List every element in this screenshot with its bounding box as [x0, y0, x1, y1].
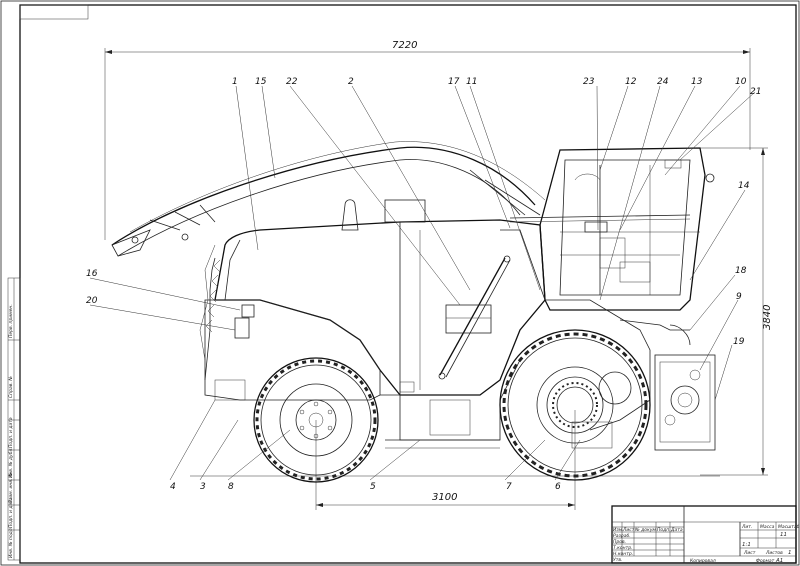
- dim-text-length: 7220: [392, 40, 417, 51]
- part-label-9: 9: [736, 292, 742, 302]
- rear-housing: [500, 229, 716, 451]
- part-label-24: 24: [657, 77, 669, 87]
- tb-copied: Копировал: [690, 558, 716, 564]
- part-label-14: 14: [738, 181, 750, 191]
- side-label-2: Подп. и дата: [8, 417, 14, 448]
- part-label-2: 2: [348, 77, 354, 87]
- tb-sheet-count: 11: [780, 532, 787, 538]
- tb-sheet-number: 1: [788, 550, 792, 556]
- tb-sheets-label: Листов: [765, 550, 783, 556]
- dimension-7220: 7220: [104, 40, 751, 240]
- part-label-15: 15: [255, 77, 267, 87]
- feeder-housing: [199, 244, 381, 401]
- part-label-21: 21: [750, 87, 761, 97]
- part-label-18: 18: [735, 266, 747, 276]
- dimension-3840: 3840: [700, 147, 773, 476]
- tb-row-7: Т.контр.: [613, 545, 633, 551]
- part-label-10: 10: [735, 77, 747, 87]
- tb-lit-label: Лит.: [741, 524, 752, 530]
- tb-scale-label: Масштаб: [778, 524, 800, 530]
- tb-scale-value: 1:1: [742, 542, 751, 548]
- part-label-3: 3: [200, 482, 206, 492]
- side-label-4: Взам. инв. №: [8, 472, 14, 503]
- tb-row-4: Дата: [670, 527, 683, 533]
- part-label-22: 22: [286, 77, 298, 87]
- front-wheel: [253, 357, 379, 483]
- part-label-13: 13: [691, 77, 703, 87]
- tb-row-9: Утв.: [613, 557, 622, 563]
- part-label-11: 11: [466, 77, 477, 87]
- tb-format-label: Формат: [756, 558, 775, 564]
- part-label-12: 12: [625, 77, 637, 87]
- tb-mass-label: Масса: [760, 524, 775, 530]
- part-label-20: 20: [86, 296, 98, 306]
- tb-row-0: Изм.: [613, 527, 624, 533]
- part-label-6: 6: [555, 482, 561, 492]
- side-label-1: Справ. №: [8, 376, 14, 398]
- side-label-6: Инв. № подл.: [8, 527, 14, 558]
- part-label-7: 7: [506, 482, 512, 492]
- top-left-stamp: [19, 4, 89, 20]
- part-label-4: 4: [170, 482, 176, 492]
- part-label-5: 5: [370, 482, 376, 492]
- title-block: Изм. Лист № докум. Подп. Дата Разраб. Пр…: [611, 505, 800, 564]
- leader-lines: [89, 85, 756, 481]
- part-label-16: 16: [86, 269, 98, 279]
- dim-text-height: 3840: [762, 305, 773, 330]
- side-label-3: Инв. № дубл.: [8, 447, 14, 478]
- tb-row-8: Н.контр.: [613, 551, 633, 557]
- part-label-1: 1: [232, 77, 238, 87]
- tb-format-value: A1: [775, 558, 783, 564]
- dim-text-wheelbase: 3100: [432, 492, 457, 503]
- tb-row-3: Подп.: [657, 527, 671, 533]
- side-label-0: Перв. примен.: [8, 304, 14, 338]
- cab: [509, 147, 715, 311]
- part-label-19: 19: [733, 337, 745, 347]
- left-side-strip: Перв. примен. Справ. № Подп. и дата Инв.…: [7, 277, 21, 561]
- part-label-8: 8: [228, 482, 234, 492]
- engine-hood: [204, 199, 546, 396]
- tb-row-1: Лист: [622, 527, 635, 533]
- side-label-5: Подп. и дата: [8, 497, 14, 528]
- discharge-spout: [111, 141, 546, 257]
- part-label-23: 23: [583, 77, 595, 87]
- hydraulic-arm: [438, 255, 511, 380]
- drawing-frame: [19, 4, 797, 564]
- drive-wheel: [499, 329, 651, 481]
- part-label-17: 17: [448, 77, 460, 87]
- tb-row-2: № докум.: [634, 527, 657, 533]
- tb-row-5: Разраб.: [613, 533, 631, 539]
- dimension-3100: 3100: [315, 410, 576, 510]
- tb-row-6: Пров.: [613, 539, 626, 545]
- chassis: [380, 359, 521, 449]
- tb-sheet-label: Лист: [743, 550, 756, 556]
